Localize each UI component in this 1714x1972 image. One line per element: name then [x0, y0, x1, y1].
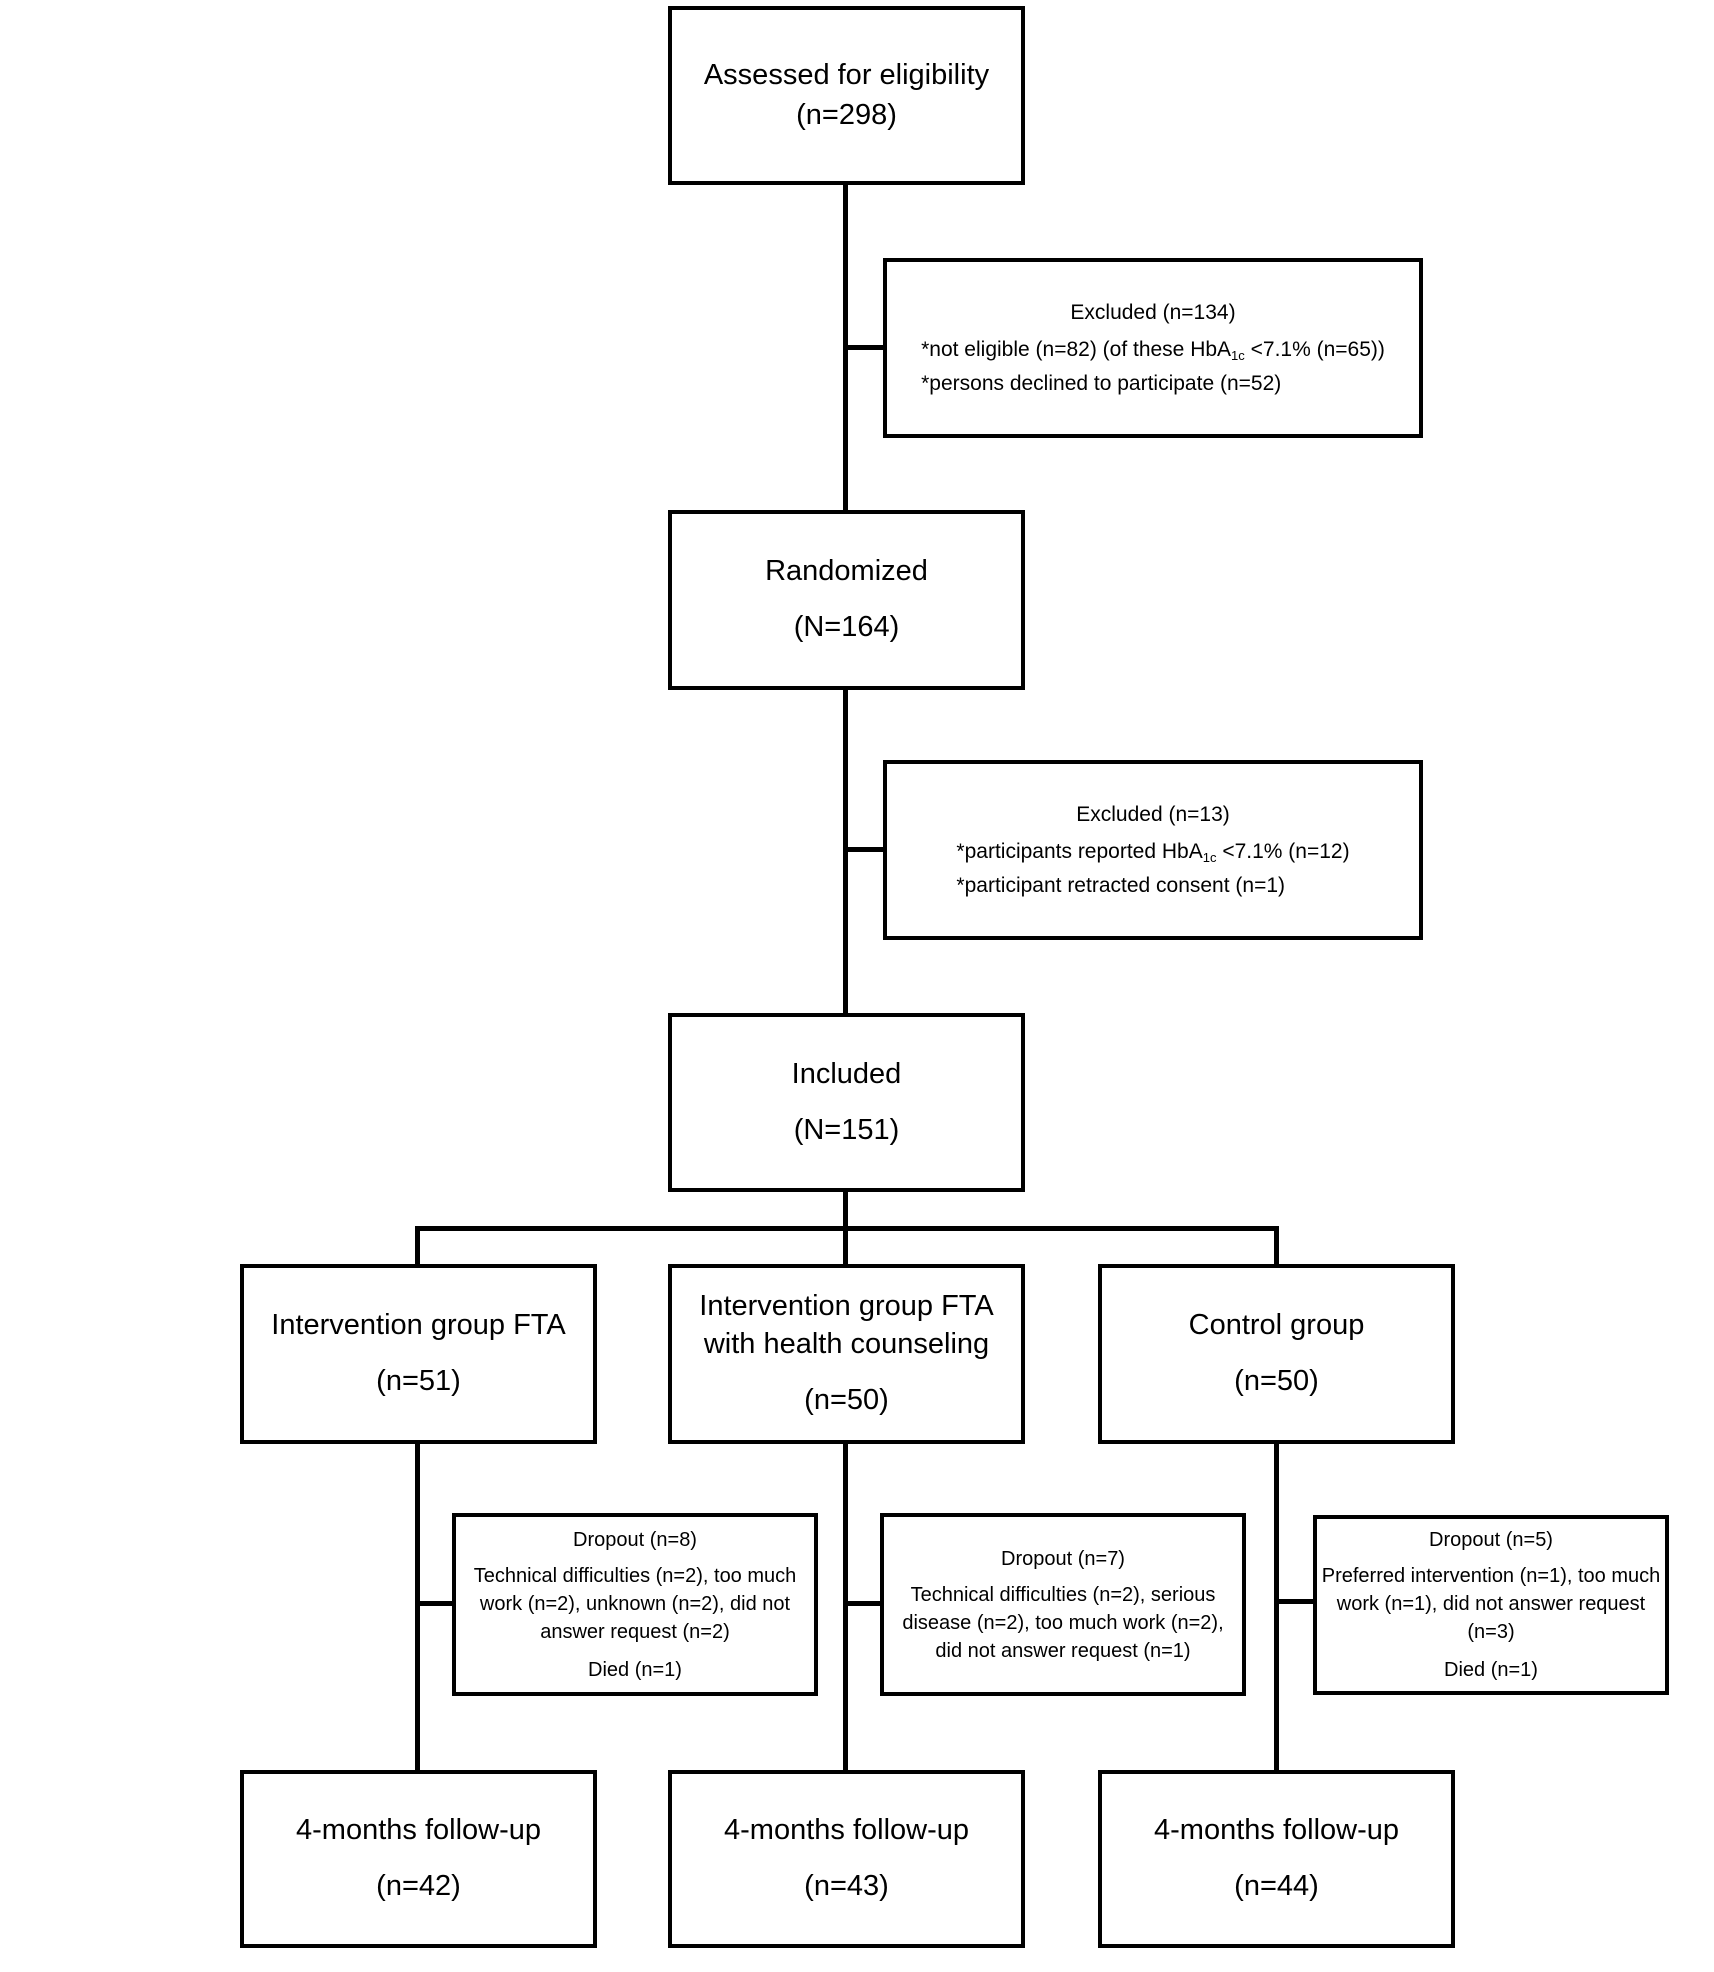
group-fta-count: (n=51)	[376, 1365, 461, 1397]
excluded-second-title: Excluded (n=13)	[1076, 802, 1230, 826]
followup-control-label: 4-months follow-up	[1154, 1814, 1399, 1847]
excluded-first-reasons: *not eligible (n=82) (of these HbA1c <7.…	[921, 333, 1385, 400]
control-group-count: (n=50)	[1234, 1365, 1319, 1397]
dropout-fta-hc-box: Dropout (n=7) Technical difficulties (n=…	[880, 1513, 1246, 1696]
connector-to-dropout-fta	[418, 1601, 454, 1606]
connector-branch-to-control-group	[1274, 1226, 1279, 1267]
assessed-label: Assessed for eligibility	[703, 58, 990, 91]
excluded-first-box: Excluded (n=134) *not eligible (n=82) (o…	[883, 258, 1423, 438]
followup-fta-box: 4-months follow-up (n=42)	[240, 1770, 597, 1948]
connector-branch-to-group-fta	[415, 1226, 420, 1267]
randomized-label: Randomized	[765, 555, 928, 588]
included-label: Included	[791, 1057, 902, 1090]
connector-group-fta-hc-to-followup	[843, 1442, 848, 1772]
connector-group-fta-to-followup	[415, 1442, 420, 1772]
followup-fta-label: 4-months follow-up	[296, 1814, 541, 1847]
connector-assessed-to-randomized	[843, 183, 848, 513]
followup-fta-hc-label: 4-months follow-up	[724, 1814, 969, 1847]
dropout-fta-hc-reasons: Technical difficulties (n=2), serious di…	[902, 1583, 1224, 1662]
control-group-box: Control group (n=50)	[1098, 1264, 1455, 1444]
dropout-fta-hc-title: Dropout (n=7)	[1001, 1547, 1125, 1570]
assessed-count: (n=298)	[796, 98, 897, 131]
connector-to-excluded-first	[846, 345, 886, 350]
followup-control-count: (n=44)	[1234, 1870, 1319, 1902]
dropout-control-box: Dropout (n=5) Preferred intervention (n=…	[1313, 1515, 1669, 1695]
assessed-box: Assessed for eligibility (n=298)	[668, 6, 1025, 185]
connector-branch-to-group-fta-hc	[843, 1226, 848, 1267]
randomized-box: Randomized (N=164)	[668, 510, 1025, 690]
dropout-fta-reasons: Technical difficulties (n=2), too much w…	[473, 1564, 797, 1643]
group-fta-box: Intervention group FTA (n=51)	[240, 1264, 597, 1444]
group-fta-hc-label: Intervention group FTA with health couns…	[699, 1290, 994, 1361]
control-group-label: Control group	[1188, 1309, 1365, 1342]
excluded-second-box: Excluded (n=13) *participants reported H…	[883, 760, 1423, 940]
followup-control-box: 4-months follow-up (n=44)	[1098, 1770, 1455, 1948]
connector-to-dropout-control	[1277, 1599, 1315, 1604]
group-fta-label: Intervention group FTA	[271, 1309, 566, 1342]
connector-to-excluded-second	[846, 847, 886, 852]
group-fta-hc-box: Intervention group FTA with health couns…	[668, 1264, 1025, 1444]
connector-included-to-branch	[843, 1190, 848, 1231]
dropout-control-died: Died (n=1)	[1444, 1659, 1538, 1681]
dropout-fta-box: Dropout (n=8) Technical difficulties (n=…	[452, 1513, 818, 1696]
dropout-fta-title: Dropout (n=8)	[573, 1528, 697, 1551]
excluded-second-reason-2: *participant retracted consent (n=1)	[956, 873, 1286, 897]
connector-randomized-to-included	[843, 688, 848, 1016]
excluded-first-reason-2: *persons declined to participate (n=52)	[921, 371, 1282, 395]
followup-fta-hc-count: (n=43)	[804, 1870, 889, 1902]
dropout-fta-died: Died (n=1)	[588, 1658, 682, 1681]
connector-to-dropout-fta-hc	[846, 1601, 882, 1606]
dropout-control-title: Dropout (n=5)	[1429, 1529, 1553, 1551]
followup-fta-count: (n=42)	[376, 1870, 461, 1902]
excluded-first-title: Excluded (n=134)	[1070, 300, 1236, 324]
excluded-second-reason-1: *participants reported HbA1c <7.1% (n=12…	[956, 840, 1350, 866]
followup-fta-hc-box: 4-months follow-up (n=43)	[668, 1770, 1025, 1948]
included-box: Included (N=151)	[668, 1013, 1025, 1192]
included-count: (N=151)	[793, 1113, 900, 1146]
randomized-count: (N=164)	[793, 611, 900, 643]
group-fta-hc-count: (n=50)	[804, 1383, 889, 1416]
excluded-first-reason-1: *not eligible (n=82) (of these HbA1c <7.…	[921, 338, 1385, 364]
excluded-second-reasons: *participants reported HbA1c <7.1% (n=12…	[956, 835, 1349, 902]
connector-control-group-to-followup	[1274, 1442, 1279, 1772]
dropout-control-reasons: Preferred intervention (n=1), too much w…	[1321, 1565, 1661, 1643]
